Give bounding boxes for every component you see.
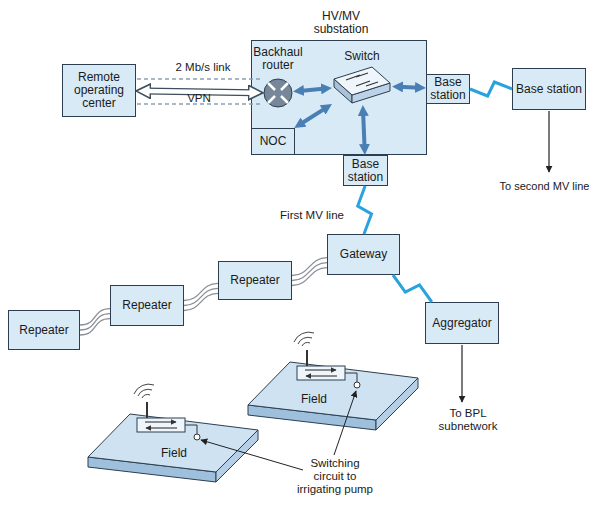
node-label: NOC: [260, 135, 287, 148]
router-arrow: [268, 96, 275, 103]
router-symbol: [263, 78, 293, 108]
node-label: Base station: [516, 83, 582, 96]
base-station-box: Base station: [426, 74, 470, 104]
node-label: Backhaul router: [245, 46, 311, 72]
power-line-strand: [184, 288, 218, 305]
annotation-label: Switching circuit to irrigating pump: [296, 457, 374, 496]
switch-arrow: [356, 73, 368, 77]
node-label: Repeater: [19, 324, 68, 337]
annotation-label: 2 Mb/s link: [166, 61, 240, 74]
wireless-link: [470, 82, 512, 96]
substation-box: HV/MV substationBackhaul routerSwitchBas…: [251, 40, 427, 155]
node-label: Repeater: [122, 299, 171, 312]
node-label: Switch: [332, 50, 392, 63]
base-station-box: Base station: [343, 155, 388, 186]
power-line-strand: [292, 263, 327, 281]
node-label: Field: [161, 447, 187, 460]
connector-line: [363, 112, 365, 149]
annotation-label: First MV line: [272, 209, 352, 222]
switch-icon: Switch: [332, 65, 392, 105]
annotation-label: To second MV line: [494, 180, 595, 193]
power-line-strand: [292, 268, 327, 286]
base-station-box: Base station: [512, 68, 586, 110]
wireless-link: [393, 275, 432, 302]
connector-arrow: [300, 108, 327, 125]
connector-line: [300, 108, 327, 125]
annotation-label: VPN: [182, 92, 216, 105]
node-label: HV/MV substation: [302, 10, 380, 36]
switching-circuit-device: [294, 332, 360, 388]
power-line-strand: [80, 319, 110, 335]
repeater-box: Repeater: [110, 285, 184, 326]
connector-line: [300, 89, 326, 91]
pointer-arrow: [548, 111, 549, 172]
node-label: Repeater: [230, 274, 279, 287]
repeater-box: Repeater: [218, 261, 292, 300]
switch-arrow: [356, 81, 370, 86]
power-line-strand: [184, 283, 218, 300]
power-line-strand: [184, 293, 218, 310]
gateway-box: Gateway: [327, 234, 400, 275]
switch-arrow: [366, 82, 378, 86]
wireless-link: [358, 186, 372, 234]
aggregator-box: Aggregator: [425, 302, 499, 344]
node-label: Field: [301, 393, 327, 406]
connector-line: [399, 87, 420, 88]
router-arrow: [281, 96, 288, 103]
leader-line: [334, 391, 356, 455]
switching-circuit-device: [134, 384, 200, 440]
power-line-strand: [292, 258, 327, 276]
lightning-bolt: [393, 275, 432, 302]
node-label: Base station: [427, 76, 469, 102]
connector-arrow: [363, 112, 365, 149]
router-arrow: [281, 83, 288, 90]
noc-box: NOC: [251, 128, 295, 155]
annotation-label: To BPL subnetwork: [430, 407, 506, 433]
operating-center-box: Remote operating center: [62, 64, 136, 117]
switch-symbol: [332, 65, 392, 105]
power-line: [292, 258, 327, 286]
node-label: Aggregator: [432, 317, 491, 330]
node-label: Base station: [344, 158, 387, 184]
node-label: Gateway: [340, 248, 387, 261]
power-line: [80, 309, 110, 335]
router-arrow: [268, 83, 275, 90]
connector-arrow: [300, 89, 326, 91]
leader-line: [201, 440, 303, 470]
power-line: [184, 283, 218, 310]
switch-face: [334, 67, 390, 95]
lightning-bolt: [470, 82, 512, 96]
connector-arrow: [399, 87, 420, 88]
node-label: Remote operating center: [63, 71, 135, 110]
repeater-box: Repeater: [8, 310, 80, 350]
router-body: [264, 79, 292, 107]
vpn-dashed-line: [137, 78, 262, 80]
lightning-bolt: [358, 186, 372, 234]
router-icon: Backhaul router: [263, 78, 293, 108]
pointer-arrow: [461, 345, 462, 402]
